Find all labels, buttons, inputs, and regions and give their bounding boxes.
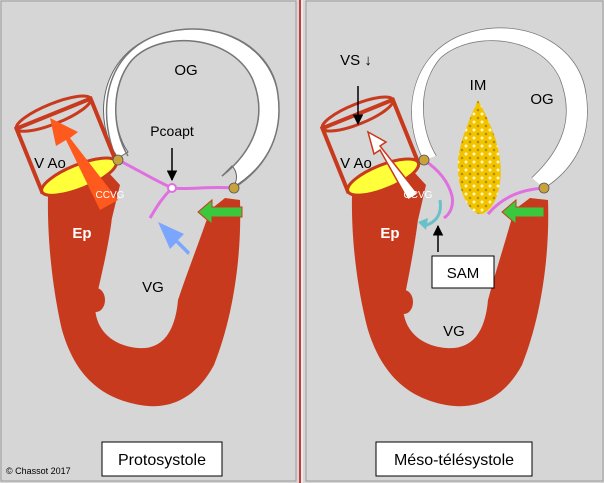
left-aorta-label: V Ao [34,155,66,172]
right-septum-label: Ep [380,225,399,242]
left-ccvg-label: CCVG [96,190,125,201]
left-ventricle-wall [47,172,241,407]
meso-telesystole-label: Méso-télésystole [394,452,514,469]
left-septum-label: Ep [72,225,91,242]
papillary-muscle-left [87,288,105,312]
right-ccvg-label: CCVG [404,190,433,201]
right-aorta-label: V Ao [340,155,372,172]
copyright-text: © Chassot 2017 [6,466,71,476]
meso-telesystole-box [375,441,533,477]
posterior-mitral-leaflet [171,185,233,191]
left-ventricle-label: VG [142,279,164,296]
sam-label: SAM [447,265,480,282]
annulus-point-right [228,182,240,194]
im-label: IM [470,77,487,94]
mitral-regurgitation-jet [457,100,501,214]
anterior-leaflet-sam [423,158,454,220]
sam-box [431,255,495,289]
posterior-leaflet [486,186,545,215]
left-atrium-label: OG [174,62,197,79]
reduced-ejection-arrow [366,130,420,202]
protosystole-box [101,441,223,477]
protosystole-label: Protosystole [118,452,206,469]
annulus-point-left [112,154,124,166]
green-arrow [197,198,243,226]
vs-label: VS ↓ [340,52,372,69]
right-ventricle-wall [351,172,549,407]
left-panel-frame [0,0,297,482]
right-panel-frame [305,0,604,482]
right-ventricle-label: VG [443,323,465,340]
inflow-arrow [158,222,190,255]
pcoapt-label: Pcoapt [150,123,194,139]
right-atrium-label: OG [530,91,553,108]
green-arrow-right [501,198,545,226]
sam-motion-arrow [423,199,442,228]
ejection-arrow [50,118,118,210]
coaptation-point [167,183,177,193]
papillary-muscle-right [184,288,204,312]
left-panel: OG V Ao Pcoapt CCVG Ep VG Protosystole ©… [6,28,280,477]
right-panel: VS ↓ IM OG V Ao CCVG Ep SAM VG Méso-télé… [319,27,588,477]
